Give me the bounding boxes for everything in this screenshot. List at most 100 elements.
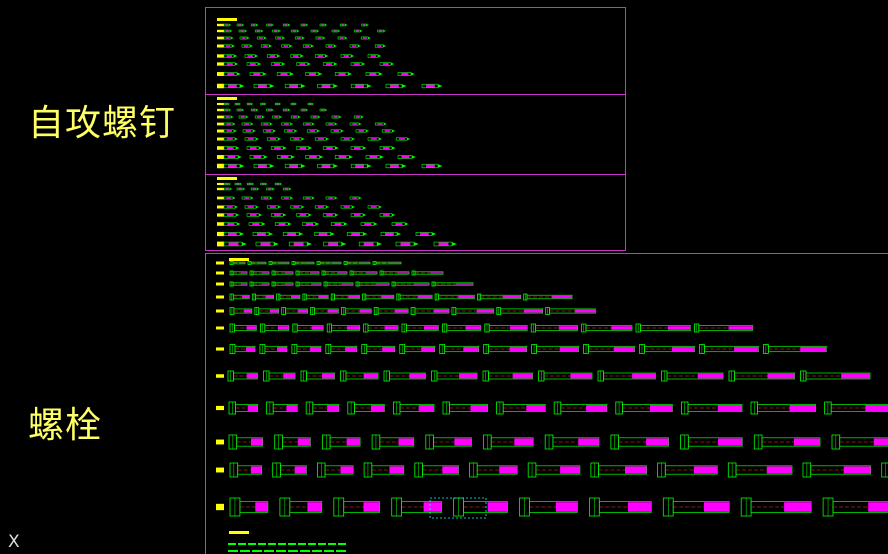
screw-tip <box>278 137 282 141</box>
screw-tip <box>323 36 326 40</box>
row-size-label <box>217 54 224 58</box>
screw-thread <box>390 164 399 168</box>
row-size-label <box>216 295 224 299</box>
bolt-thread <box>734 346 759 352</box>
screw-tip <box>242 242 247 246</box>
small-part <box>228 550 238 552</box>
screw-thread <box>287 232 296 236</box>
screw-thread <box>309 103 312 105</box>
bolt-thread <box>327 309 339 313</box>
screw-thread <box>241 37 246 39</box>
bolt-thread <box>366 272 377 274</box>
bolt-thread <box>269 309 279 313</box>
screw-tip <box>262 222 266 226</box>
row-size-label <box>217 108 224 112</box>
screw-tip <box>330 232 335 236</box>
screw-thread <box>352 45 357 47</box>
row-size-label <box>217 62 224 66</box>
screw-tip <box>379 72 383 76</box>
bolt-thread <box>613 346 635 352</box>
screw-thread <box>400 242 411 246</box>
bolt-thread <box>487 502 508 512</box>
bolt-thread <box>559 346 579 352</box>
screw-thread <box>226 123 232 125</box>
screw-tip <box>235 62 239 66</box>
bolt-thread <box>470 405 488 411</box>
screw-tip <box>306 24 309 26</box>
screw-tip <box>261 30 264 32</box>
screw-tip <box>341 129 344 133</box>
screw-thread <box>343 55 349 57</box>
screw-thread <box>261 183 265 185</box>
screw-thread <box>226 63 233 65</box>
section-header <box>217 18 237 21</box>
screw-tip <box>300 54 304 58</box>
bolt-thread <box>259 262 266 264</box>
screw-thread <box>296 37 301 39</box>
bolt-thread <box>278 326 289 330</box>
screw-thread <box>293 138 300 140</box>
screw-tip <box>367 164 372 168</box>
row-size-label <box>217 182 224 186</box>
bolt-thread <box>283 373 295 379</box>
screw-tip <box>333 164 339 168</box>
row-size-label <box>216 261 224 265</box>
screw-thread <box>333 130 339 132</box>
screw-thread <box>253 72 261 76</box>
bolt-thread <box>382 346 395 352</box>
bolt-thread <box>307 502 322 512</box>
screw-tip <box>301 137 305 141</box>
row-size-label <box>217 241 224 247</box>
bolt-thread <box>611 326 632 330</box>
screw-tip <box>247 36 250 40</box>
screw-tip <box>438 164 443 168</box>
screw-thread <box>355 30 359 32</box>
bolt-thread <box>454 438 472 446</box>
bolt-thread <box>337 272 347 274</box>
screw-thread <box>401 72 409 76</box>
screw-thread <box>321 84 331 88</box>
screw-thread <box>384 130 391 132</box>
screw-tip <box>301 84 306 88</box>
small-part <box>288 543 296 545</box>
screw-tip <box>379 205 382 209</box>
screw-tip <box>402 84 407 88</box>
screw-thread <box>364 222 372 226</box>
bolt-thread <box>277 346 287 352</box>
screw-thread <box>244 123 250 125</box>
bolt-thread <box>625 466 647 474</box>
bolt-thread <box>297 309 308 313</box>
screw-thread <box>362 24 366 26</box>
bolt-thread <box>389 466 404 474</box>
bolt-thread <box>239 262 245 264</box>
screw-tip <box>325 24 328 26</box>
screw-thread <box>325 63 332 65</box>
bolt-thread <box>526 405 546 411</box>
screw-thread <box>354 214 361 216</box>
screw-tip <box>352 137 355 141</box>
screw-thread <box>252 188 256 190</box>
bolt-thread <box>394 309 409 313</box>
screw-tip <box>256 137 259 141</box>
screw-thread <box>328 242 338 246</box>
bolt-thread <box>728 326 753 330</box>
screw-tip <box>269 232 274 236</box>
screw-thread <box>293 55 299 57</box>
screw-thread <box>228 242 239 246</box>
small-part <box>248 543 256 545</box>
bolt-thread <box>310 346 321 352</box>
screw-thread <box>299 146 307 150</box>
bolt-thread <box>873 438 888 446</box>
small-part <box>278 543 286 545</box>
screw-tip <box>339 115 342 119</box>
screw-thread <box>358 130 364 132</box>
screw-tip <box>236 213 240 217</box>
bolt-thread <box>868 502 888 512</box>
screw-tip <box>377 242 382 246</box>
selected-entity-highlight <box>429 497 487 519</box>
screw-thread <box>263 45 268 47</box>
bolt-thread <box>509 346 527 352</box>
screw-thread <box>382 63 389 65</box>
bolt-thread <box>667 326 691 330</box>
